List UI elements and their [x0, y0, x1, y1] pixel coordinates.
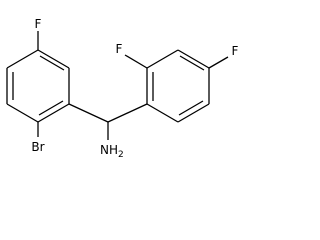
bond: [37, 103, 70, 123]
amine-subscript: 2: [118, 150, 124, 160]
bond: [146, 49, 179, 69]
double-bond-inner-line: [179, 55, 205, 71]
double-bond-inner-line: [39, 55, 65, 71]
c-f-bond-para: [208, 56, 229, 69]
bond: [37, 49, 70, 69]
bond: [146, 103, 179, 123]
bond: [177, 49, 210, 69]
amine-nh-text: NH: [100, 143, 118, 157]
bond: [177, 103, 210, 123]
double-bond-inner-line: [178, 100, 204, 116]
ring-to-ch-bond-left: [68, 103, 109, 123]
fluorine-label-ortho: F: [116, 42, 123, 56]
ring-to-ch-bond-right: [107, 103, 148, 123]
molecule-structure-diagram: F F F Br NH2: [6, 17, 239, 160]
c-f-bond-ortho: [124, 54, 148, 69]
bromine-label: Br: [31, 140, 44, 154]
fluorine-label-para: F: [232, 44, 239, 58]
right-benzene-ring: [146, 49, 210, 123]
bond: [6, 49, 39, 69]
amine-label: NH2: [100, 143, 124, 160]
bond: [6, 103, 39, 123]
fluorine-label-left: F: [35, 17, 42, 31]
left-benzene-ring: [6, 49, 70, 123]
double-bond-inner-line: [38, 100, 64, 116]
